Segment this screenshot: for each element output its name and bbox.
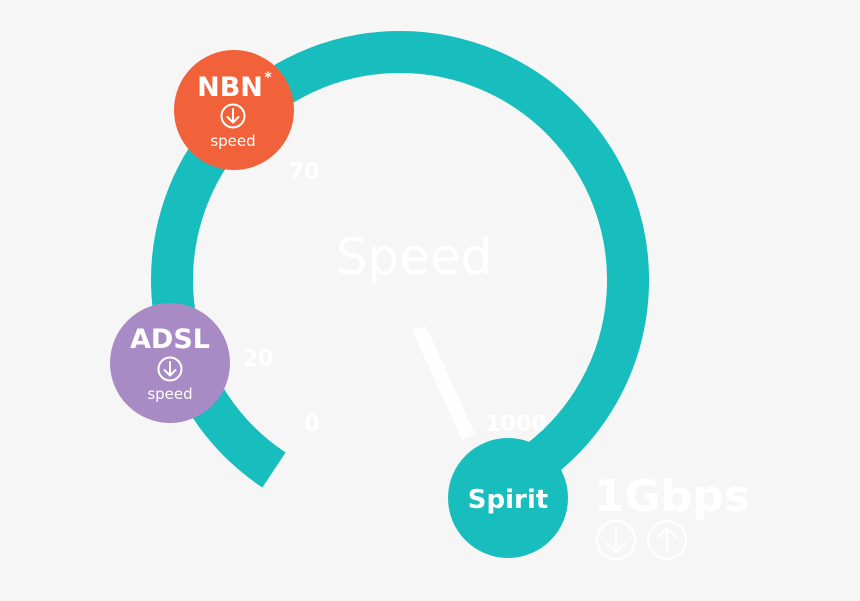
nbn-sub-label: speed [210,132,255,150]
adsl-label: ADSL [130,324,210,355]
arrow-down-circle-icon [220,103,246,129]
tick-label-0: 0 [304,412,319,437]
gauge-title: Speed [336,228,493,286]
nbn-bubble: NBN * speed [174,50,294,170]
nbn-label: NBN [197,72,263,103]
tick-label-70: 70 [289,160,320,185]
arrow-down-circle-icon [595,519,637,561]
arrow-down-circle-icon [157,356,183,382]
tick-label-1000: 1000 [485,412,546,437]
spirit-label: Spirit [468,485,548,515]
nbn-asterisk: * [264,70,272,86]
adsl-bubble: ADSL speed [110,303,230,423]
adsl-sub-label: speed [147,385,192,403]
spirit-bubble: Spirit [448,438,568,558]
arrow-up-circle-icon [646,519,688,561]
speed-readout: 1Gbps [594,471,750,522]
gauge-needle [412,326,475,440]
tick-label-20: 20 [243,347,274,372]
